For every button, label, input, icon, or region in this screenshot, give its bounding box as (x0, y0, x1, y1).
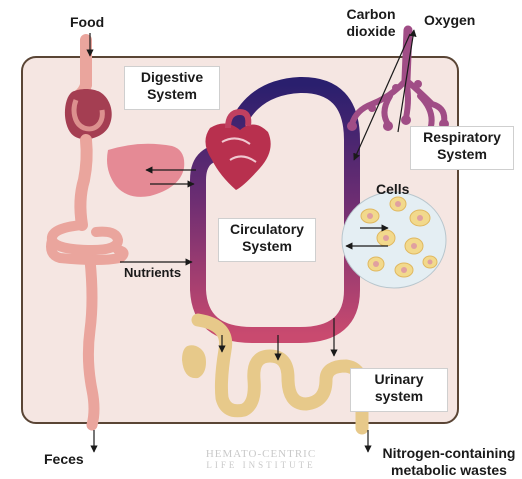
watermark-line1: HEMATO-CENTRIC (186, 448, 336, 460)
watermark-line2: LIFE INSTITUTE (186, 460, 336, 470)
nitrogen-line1: Nitrogen-containing (376, 445, 522, 462)
urinary-line1: Urinary (351, 371, 447, 388)
digestive-line1: Digestive (125, 69, 219, 86)
respiratory-line2: System (411, 146, 513, 163)
respiratory-line1: Respiratory (411, 129, 513, 146)
carbon-dioxide-label: Carbon dioxide (340, 6, 402, 40)
circulatory-system-box: Circulatory System (218, 218, 316, 262)
small-intestine (80, 140, 86, 225)
cells-label: Cells (376, 181, 409, 198)
carbon-dioxide-line2: dioxide (340, 23, 402, 40)
digestive-system-box: Digestive System (124, 66, 220, 110)
food-label: Food (70, 14, 104, 31)
carbon-dioxide-line1: Carbon (340, 6, 402, 23)
urinary-system-box: Urinary system (350, 368, 448, 412)
nitrogen-wastes-label: Nitrogen-containing metabolic wastes (376, 445, 522, 479)
large-intestine (88, 260, 94, 425)
respiratory-system-box: Respiratory System (410, 126, 514, 170)
watermark: HEMATO-CENTRIC LIFE INSTITUTE (186, 448, 336, 470)
feces-label: Feces (44, 451, 84, 468)
oxygen-label: Oxygen (424, 12, 475, 29)
urinary-line2: system (351, 388, 447, 405)
nitrogen-line2: metabolic wastes (376, 462, 522, 479)
circulatory-line1: Circulatory (219, 221, 315, 238)
nutrients-label: Nutrients (124, 264, 181, 281)
circulatory-line2: System (219, 238, 315, 255)
digestive-line2: System (125, 86, 219, 103)
